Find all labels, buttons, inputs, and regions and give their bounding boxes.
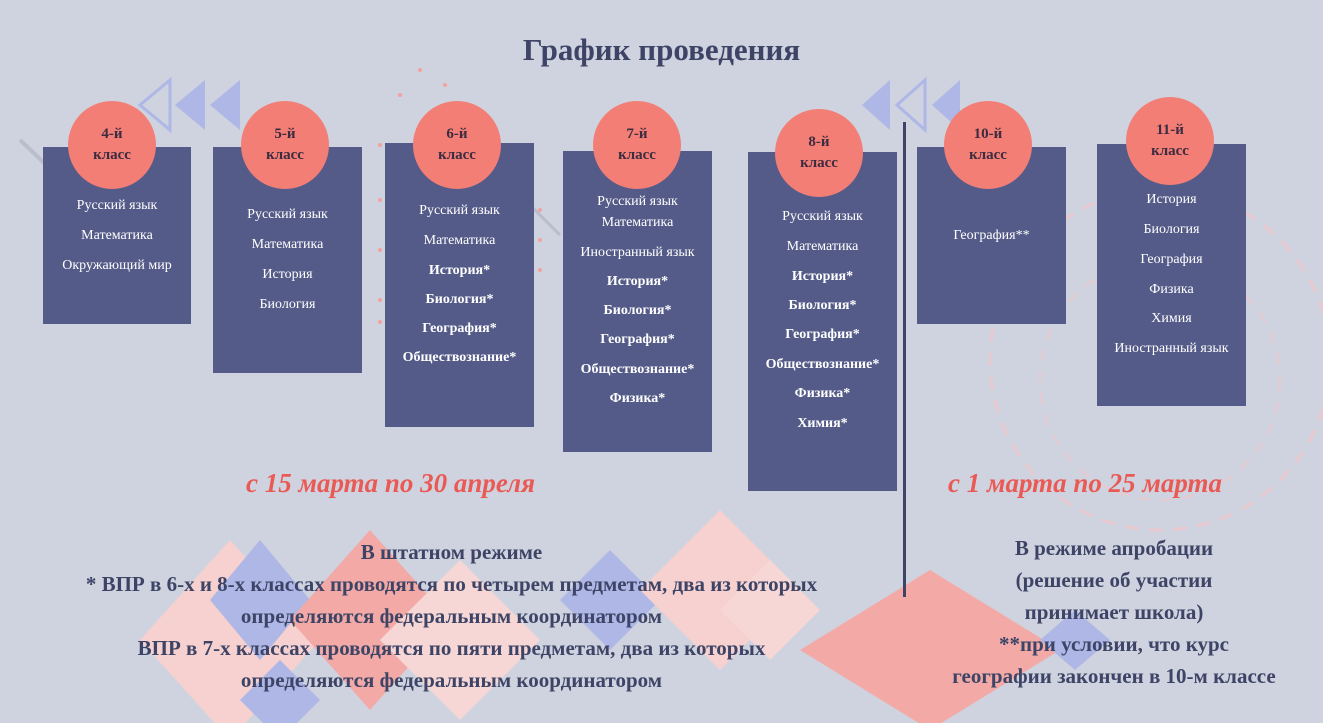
note-regular-line: ВПР в 7-х классах проводятся по пяти пре… bbox=[137, 636, 766, 660]
badge-class-4: 4-й класс bbox=[68, 101, 156, 189]
subject-item: Обществознание* bbox=[402, 350, 517, 365]
note-approbation-line: **при условии, что курс bbox=[998, 632, 1230, 656]
period-approbation: с 1 марта по 25 марта bbox=[948, 468, 1223, 498]
badge-label: класс bbox=[1151, 143, 1189, 159]
note-regular-line: определяются федеральным координатором bbox=[240, 604, 663, 628]
note-regular-line: определяются федеральным координатором bbox=[240, 668, 663, 692]
badge-number: 8-й bbox=[808, 134, 830, 150]
card-class-4: Русский язык Математика Окружающий мир bbox=[43, 147, 191, 324]
note-regular-line: * ВПР в 6-х и 8-х классах проводятся по … bbox=[85, 572, 818, 596]
subject-item: Математика bbox=[423, 233, 496, 248]
subject-item: История* bbox=[791, 269, 854, 284]
subject-item: География* bbox=[785, 327, 860, 342]
note-approbation-line: принимает школа) bbox=[1024, 600, 1204, 624]
badge-class-7: 7-й класс bbox=[593, 101, 681, 189]
subject-item: Биология* bbox=[425, 292, 494, 307]
subject-item: География** bbox=[953, 228, 1030, 243]
card-class-6: Русский язык Математика История* Биологи… bbox=[385, 143, 534, 427]
subject-item: География* bbox=[600, 332, 675, 347]
subject-item: Иностранный язык bbox=[1114, 341, 1229, 356]
badge-label: класс bbox=[969, 147, 1007, 163]
subject-item: История* bbox=[428, 263, 491, 278]
note-regular: В штатном режиме * ВПР в 6-х и 8-х класс… bbox=[0, 536, 903, 696]
badge-class-10: 10-й класс bbox=[944, 101, 1032, 189]
badge-label: класс bbox=[266, 147, 304, 163]
subject-item: Химия* bbox=[797, 416, 848, 431]
badge-class-5: 5-й класс bbox=[241, 101, 329, 189]
subject-item: Русский язык bbox=[247, 207, 328, 222]
badge-label: класс bbox=[93, 147, 131, 163]
subject-item: Математика bbox=[251, 237, 324, 252]
badge-number: 10-й bbox=[973, 126, 1003, 142]
subject-item: Биология bbox=[1143, 222, 1200, 237]
divider-line bbox=[903, 122, 906, 597]
card-class-8: Русский язык Математика История* Биологи… bbox=[748, 152, 897, 491]
badge-label: класс bbox=[438, 147, 476, 163]
note-approbation: В режиме апробации (решение об участии п… bbox=[905, 532, 1323, 692]
subject-item: Русский язык bbox=[597, 194, 678, 209]
subject-item: Физика bbox=[1149, 282, 1194, 297]
subject-item: Математика bbox=[786, 239, 859, 254]
note-approbation-line: В режиме апробации bbox=[1014, 536, 1214, 560]
subject-item: География* bbox=[422, 321, 497, 336]
badge-number: 11-й bbox=[1156, 122, 1184, 138]
badge-number: 6-й bbox=[446, 126, 468, 142]
subject-item: Окружающий мир bbox=[62, 258, 172, 273]
period-regular: с 15 марта по 30 апреля bbox=[246, 468, 535, 498]
subject-item: Обществознание* bbox=[580, 362, 695, 377]
badge-class-8: 8-й класс bbox=[775, 109, 863, 197]
page-title: График проведения bbox=[522, 32, 801, 67]
subject-item: Химия bbox=[1151, 311, 1192, 326]
badge-class-11: 11-й класс bbox=[1126, 97, 1214, 185]
subject-item: Математика bbox=[601, 215, 674, 230]
badge-number: 5-й bbox=[274, 126, 296, 142]
badge-label: класс bbox=[800, 155, 838, 171]
subject-item: История bbox=[1146, 192, 1197, 207]
badge-number: 4-й bbox=[101, 126, 123, 142]
subject-item: Биология bbox=[259, 297, 316, 312]
subject-item: Русский язык bbox=[782, 209, 863, 224]
subject-item: Иностранный язык bbox=[580, 245, 695, 260]
note-approbation-line: географии закончен в 10-м классе bbox=[952, 664, 1276, 688]
subject-item: Физика* bbox=[794, 386, 851, 401]
badge-label: класс bbox=[618, 147, 656, 163]
badge-class-6: 6-й класс bbox=[413, 101, 501, 189]
note-regular-heading: В штатном режиме bbox=[360, 540, 543, 564]
badge-number: 7-й bbox=[626, 126, 648, 142]
subject-item: Биология* bbox=[788, 298, 857, 313]
subject-item: История bbox=[262, 267, 313, 282]
subject-item: Математика bbox=[81, 228, 153, 243]
subject-item: Физика* bbox=[609, 391, 666, 406]
subject-item: География bbox=[1140, 252, 1203, 267]
subject-item: Обществознание* bbox=[765, 357, 880, 372]
card-class-11: История Биология География Физика Химия … bbox=[1097, 144, 1246, 406]
subject-item: История* bbox=[606, 274, 669, 289]
subject-item: Биология* bbox=[603, 303, 672, 318]
subject-item: Русский язык bbox=[419, 203, 500, 218]
subject-item: Русский язык bbox=[76, 198, 158, 213]
note-approbation-line: (решение об участии bbox=[1015, 568, 1213, 592]
card-class-7: Русский язык Математика Иностранный язык… bbox=[563, 151, 712, 452]
